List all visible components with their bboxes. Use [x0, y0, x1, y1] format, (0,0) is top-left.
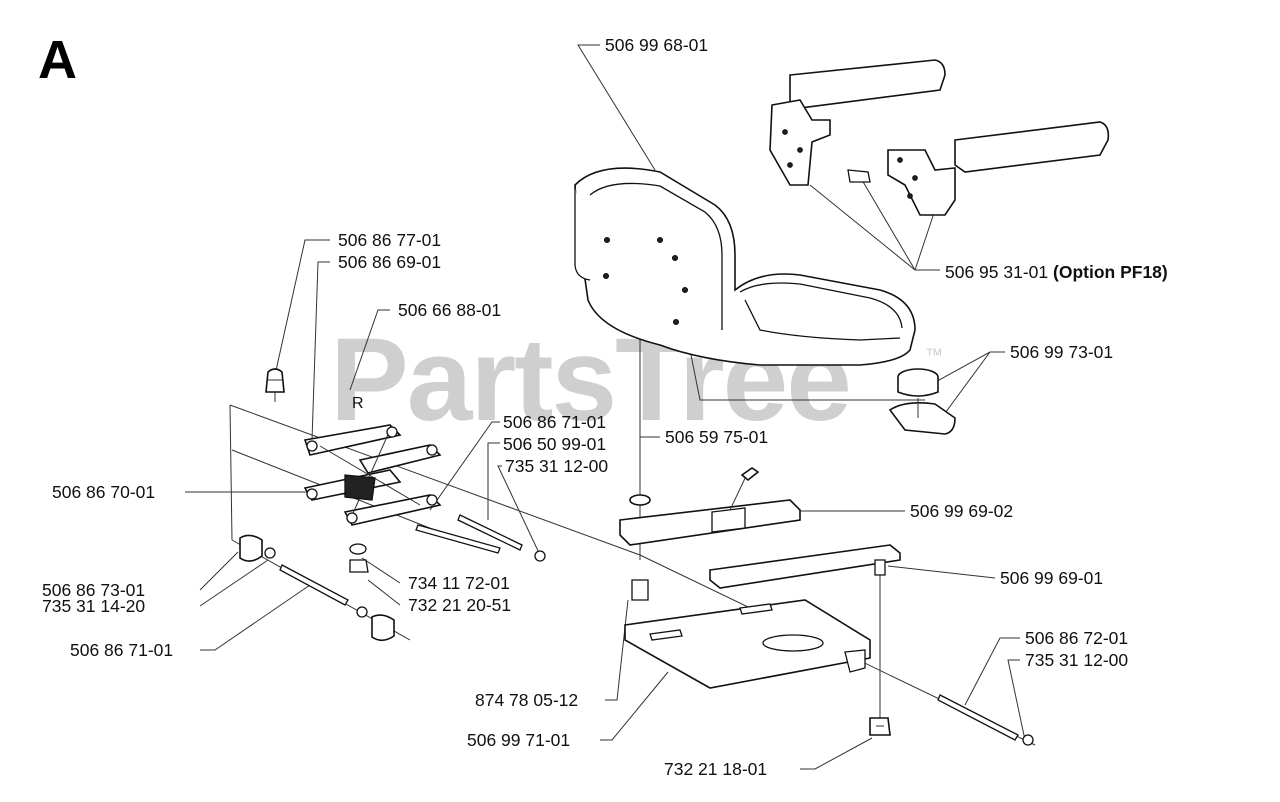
label-506-50-99-01: 506 50 99-01: [503, 434, 607, 454]
rods-and-rollers: [239, 514, 1034, 746]
label-506-86-71-01-bottom: 506 86 71-01: [70, 640, 174, 660]
seat-knob: [888, 368, 956, 435]
label-732-21-20-51: 732 21 20-51: [408, 595, 512, 615]
label-506-99-68-01: 506 99 68-01: [605, 35, 709, 55]
label-506-99-71-01: 506 99 71-01: [467, 730, 571, 750]
label-506-99-69-02: 506 99 69-02: [910, 501, 1014, 521]
armrest-right: [847, 121, 1110, 216]
label-506-59-75-01: 506 59 75-01: [665, 427, 769, 447]
part-number: 506 95 31-01: [945, 262, 1049, 282]
label-734-11-72-01: 734 11 72-01: [408, 573, 510, 593]
slide-rails: [619, 467, 901, 601]
seat-drawing: [574, 167, 916, 366]
label-506-95-31-01: 506 95 31-01 (Option PF18): [945, 262, 1168, 282]
label-506-86-71-01-top: 506 86 71-01: [503, 412, 607, 432]
bracket-mark: R: [352, 395, 364, 412]
label-874-78-05-12: 874 78 05-12: [475, 690, 579, 710]
base-plate: [624, 599, 891, 736]
label-506-86-69-01: 506 86 69-01: [338, 252, 442, 272]
label-506-86-70-01: 506 86 70-01: [52, 482, 156, 502]
watermark-trademark: ™: [925, 345, 943, 365]
label-506-99-73-01: 506 99 73-01: [1010, 342, 1114, 362]
armrest-left: [769, 59, 946, 186]
scissor-linkage: [265, 368, 442, 526]
label-506-86-72-01: 506 86 72-01: [1025, 628, 1129, 648]
label-506-66-88-01: 506 66 88-01: [398, 300, 502, 320]
label-735-31-12-00-bottom: 735 31 12-00: [1025, 650, 1129, 670]
label-506-86-73-01: 506 86 73-01: [42, 580, 146, 600]
label-506-99-69-01: 506 99 69-01: [1000, 568, 1104, 588]
label-506-86-77-01: 506 86 77-01: [338, 230, 442, 250]
option-note: (Option PF18): [1053, 262, 1168, 282]
label-732-21-18-01: 732 21 18-01: [664, 759, 768, 779]
label-735-31-12-00-top: 735 31 12-00: [505, 456, 609, 476]
section-letter: A: [38, 30, 77, 90]
label-735-31-14-20: 735 31 14-20: [42, 596, 146, 616]
